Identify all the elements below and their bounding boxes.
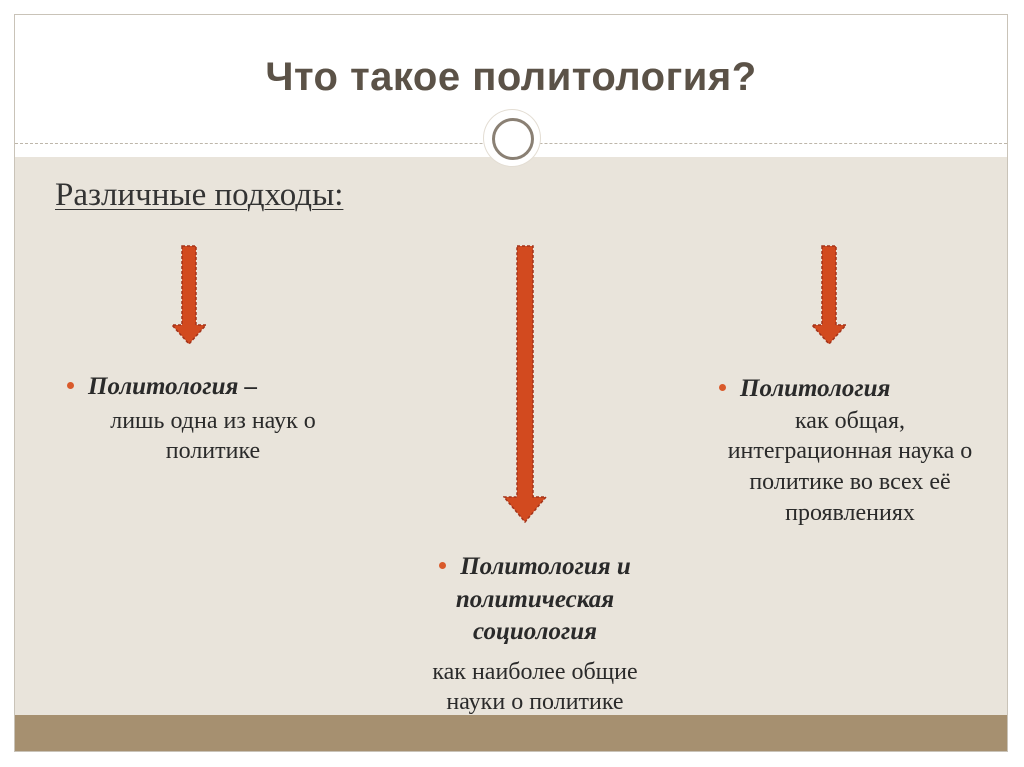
- approach-middle-heading-line: политическая: [455, 585, 615, 613]
- approach-left-body-line: политике: [165, 438, 261, 465]
- arrow-middle-icon: [503, 245, 547, 523]
- approach-right-body-line: политике во всех её: [749, 468, 951, 495]
- approach-middle: Политология и политическая социология ка…: [385, 551, 685, 718]
- arrow-left-icon: [171, 245, 207, 345]
- bullet-icon: [719, 383, 726, 391]
- approach-middle-body-line: науки о политике: [446, 689, 624, 716]
- footer-band: [15, 715, 1007, 751]
- subtitle: Различные подходы:: [55, 177, 344, 213]
- approach-right-body-line: как общая,: [795, 407, 905, 434]
- approach-right-heading: Политология: [685, 373, 1007, 406]
- approach-right-body-line: проявлениях: [785, 499, 915, 526]
- slide-title: Что такое политология?: [265, 55, 757, 99]
- approach-middle-body: как наиболее общие науки о политике: [385, 657, 685, 718]
- approach-right: Политология как общая, интеграционная на…: [685, 373, 1007, 529]
- slide: Что такое политология? Различные подходы…: [14, 14, 1008, 752]
- content-band: [15, 157, 1007, 715]
- approach-middle-heading: Политология и политическая социология: [385, 551, 685, 649]
- bullet-icon: [439, 561, 447, 569]
- decorative-ring-icon: [484, 110, 540, 166]
- approach-middle-heading-line: социология: [473, 618, 597, 645]
- approach-left-body-line: лишь одна из наук о: [110, 407, 316, 434]
- approach-left-body: лишь одна из наук о политике: [53, 406, 373, 467]
- approach-right-body-line: интеграционная наука о: [727, 438, 973, 465]
- approach-left: Политология – лишь одна из наук о полити…: [53, 371, 373, 467]
- approach-middle-heading-line: Политология и: [460, 553, 631, 580]
- arrow-right-icon: [811, 245, 847, 345]
- approach-left-heading-text: Политология –: [88, 373, 258, 400]
- ring-inner: [492, 118, 534, 160]
- approach-right-heading-text: Политология: [740, 375, 891, 402]
- approach-left-heading: Политология –: [53, 371, 373, 404]
- bullet-icon: [67, 381, 74, 389]
- approach-middle-body-line: как наиболее общие: [432, 658, 638, 685]
- approach-right-body: как общая, интеграционная наука о полити…: [685, 406, 1007, 529]
